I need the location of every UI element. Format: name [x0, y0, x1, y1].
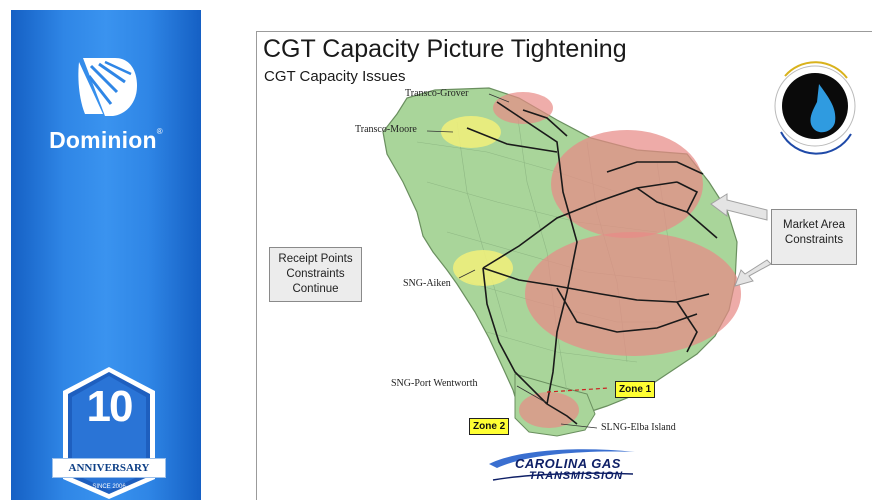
cgt-logo-line: CAROLINA GAS	[515, 456, 621, 471]
receipt-points-callout: Receipt Points Constraints Continue	[269, 247, 362, 302]
callout-line: Constraints	[286, 268, 345, 280]
constraint-area-port	[519, 392, 579, 428]
label-transco-grover: Transco-Grover	[405, 88, 469, 99]
constraint-area-grover	[493, 92, 553, 124]
slide-title: CGT Capacity Picture Tightening	[263, 35, 627, 63]
label-sng-port-wentworth: SNG-Port Wentworth	[391, 378, 478, 389]
anniversary-number: 10	[86, 382, 134, 431]
label-sng-aiken: SNG-Aiken	[403, 278, 451, 289]
cgt-logo-text: CAROLINA GAS TRANSMISSION	[515, 456, 623, 482]
sidebar: Dominion® 10 ANNIVERSARY SINCE 2006	[11, 10, 201, 500]
zone-2-label: Zone 2	[469, 418, 510, 435]
market-area-callout: Market Area Constraints	[771, 209, 857, 265]
cgt-logo-line: TRANSMISSION	[529, 470, 623, 482]
anniversary-since: SINCE 2006	[92, 484, 126, 490]
pipeline-main	[496, 101, 578, 405]
label-slng-elba-island: SLNG-Elba Island	[601, 422, 676, 433]
slide: CGT Capacity Picture Tightening CGT Capa…	[256, 31, 872, 500]
constraint-area-north	[551, 130, 703, 238]
brand-name: Dominion®	[49, 127, 163, 153]
constraint-area-south	[525, 232, 741, 356]
cgt-logo-swoosh	[489, 449, 635, 468]
callout-line: Continue	[292, 283, 339, 295]
south-carolina-map	[382, 61, 856, 481]
arrow-market-lower	[734, 259, 772, 287]
anniversary-label: ANNIVERSARY	[53, 459, 165, 477]
zone-1-label: Zone 1	[615, 381, 656, 398]
label-transco-moore: Transco-Moore	[355, 124, 417, 135]
arrow-market-upper	[710, 193, 768, 221]
callout-line: Constraints	[784, 234, 844, 246]
slide-subtitle: CGT Capacity Issues	[264, 68, 406, 85]
callout-line: Receipt Points	[278, 253, 353, 265]
callout-line: Market Area	[783, 219, 845, 231]
dominion-logo-icon	[78, 58, 137, 116]
receipt-area-moore	[441, 116, 501, 148]
cgt-round-logo-icon	[774, 61, 856, 155]
